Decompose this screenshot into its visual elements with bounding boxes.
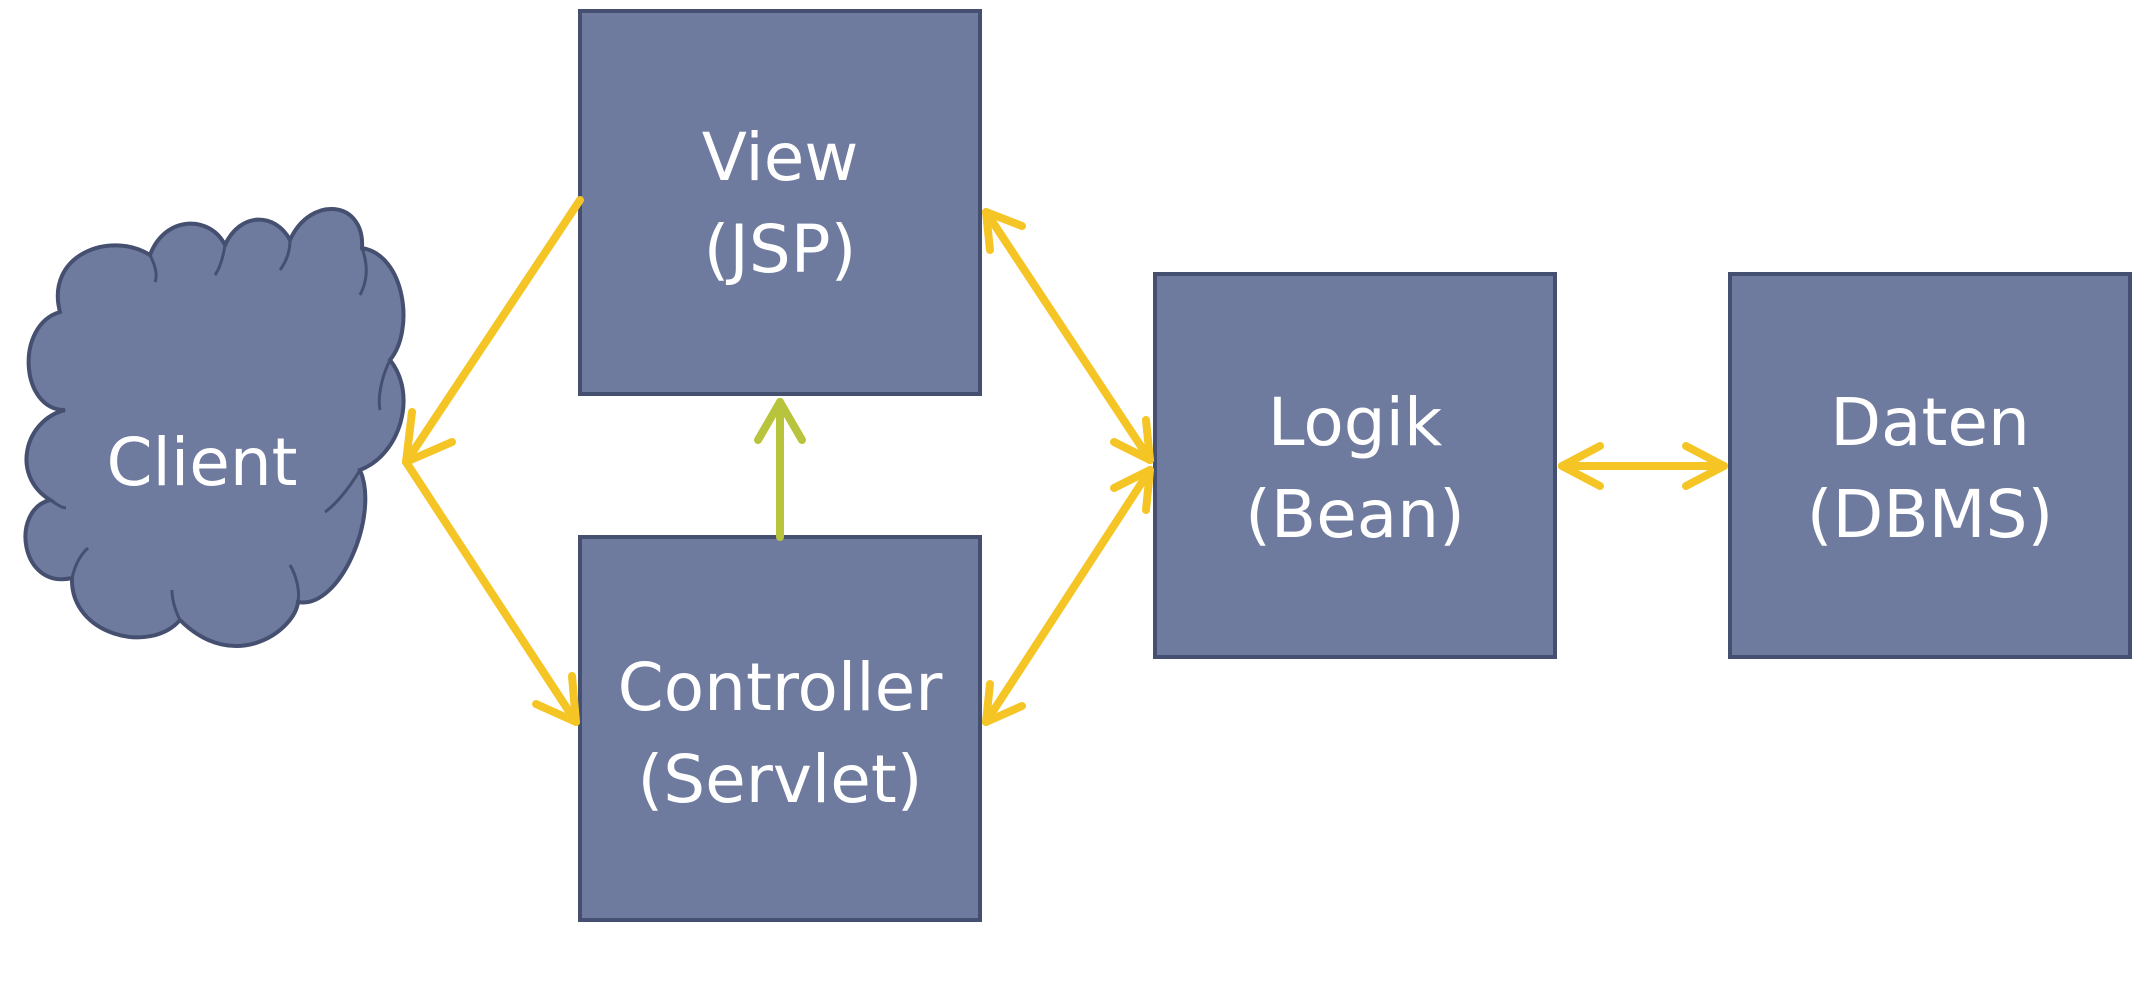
logic-title: Logik	[1268, 384, 1443, 461]
view-title: View	[702, 119, 859, 196]
edge-controller-view-arrowhead	[754, 398, 806, 444]
connectors	[402, 196, 1728, 726]
edge-client-to-controller	[402, 458, 580, 726]
edge-logic-data-arrowhead-start	[1558, 442, 1604, 490]
edge-view-logic-arrowhead-start	[982, 208, 1026, 254]
controller-box	[578, 535, 982, 922]
logic-node: Logik (Bean)	[1153, 272, 1557, 659]
edge-view-logic-arrowhead-end	[1110, 416, 1154, 464]
data-node: Daten (DBMS)	[1728, 272, 2132, 659]
view-node: View (JSP)	[578, 9, 982, 396]
edge-view-to-client	[402, 196, 584, 466]
logic-box	[1153, 272, 1557, 659]
edge-controller-to-view	[754, 398, 806, 541]
logic-subtitle: (Bean)	[1245, 476, 1465, 553]
edge-controller-logic-arrowhead-start	[982, 680, 1026, 726]
edge-client-controller-line	[402, 458, 580, 726]
edge-controller-logic-line	[982, 466, 1154, 726]
controller-subtitle: (Servlet)	[637, 741, 922, 818]
edge-controller-logic	[982, 466, 1154, 726]
data-box	[1728, 272, 2132, 659]
edge-view-logic-line	[982, 208, 1154, 464]
edge-logic-data-arrowhead-end	[1682, 442, 1728, 490]
client-cloud-inner-lines	[49, 239, 392, 621]
client-cloud-shape	[23, 206, 406, 648]
edge-logic-data	[1558, 442, 1728, 490]
client-node: Client	[23, 206, 406, 648]
controller-node: Controller (Servlet)	[578, 535, 982, 922]
client-label: Client	[106, 424, 297, 501]
edge-controller-logic-arrowhead-end	[1110, 466, 1154, 514]
edge-view-client-line	[402, 196, 584, 466]
data-title: Daten	[1830, 384, 2030, 461]
edge-view-logic	[982, 208, 1154, 464]
controller-title: Controller	[618, 649, 944, 726]
data-subtitle: (DBMS)	[1807, 476, 2053, 553]
view-subtitle: (JSP)	[704, 211, 857, 288]
edge-client-controller-arrowhead	[532, 672, 580, 726]
view-box	[578, 9, 982, 396]
